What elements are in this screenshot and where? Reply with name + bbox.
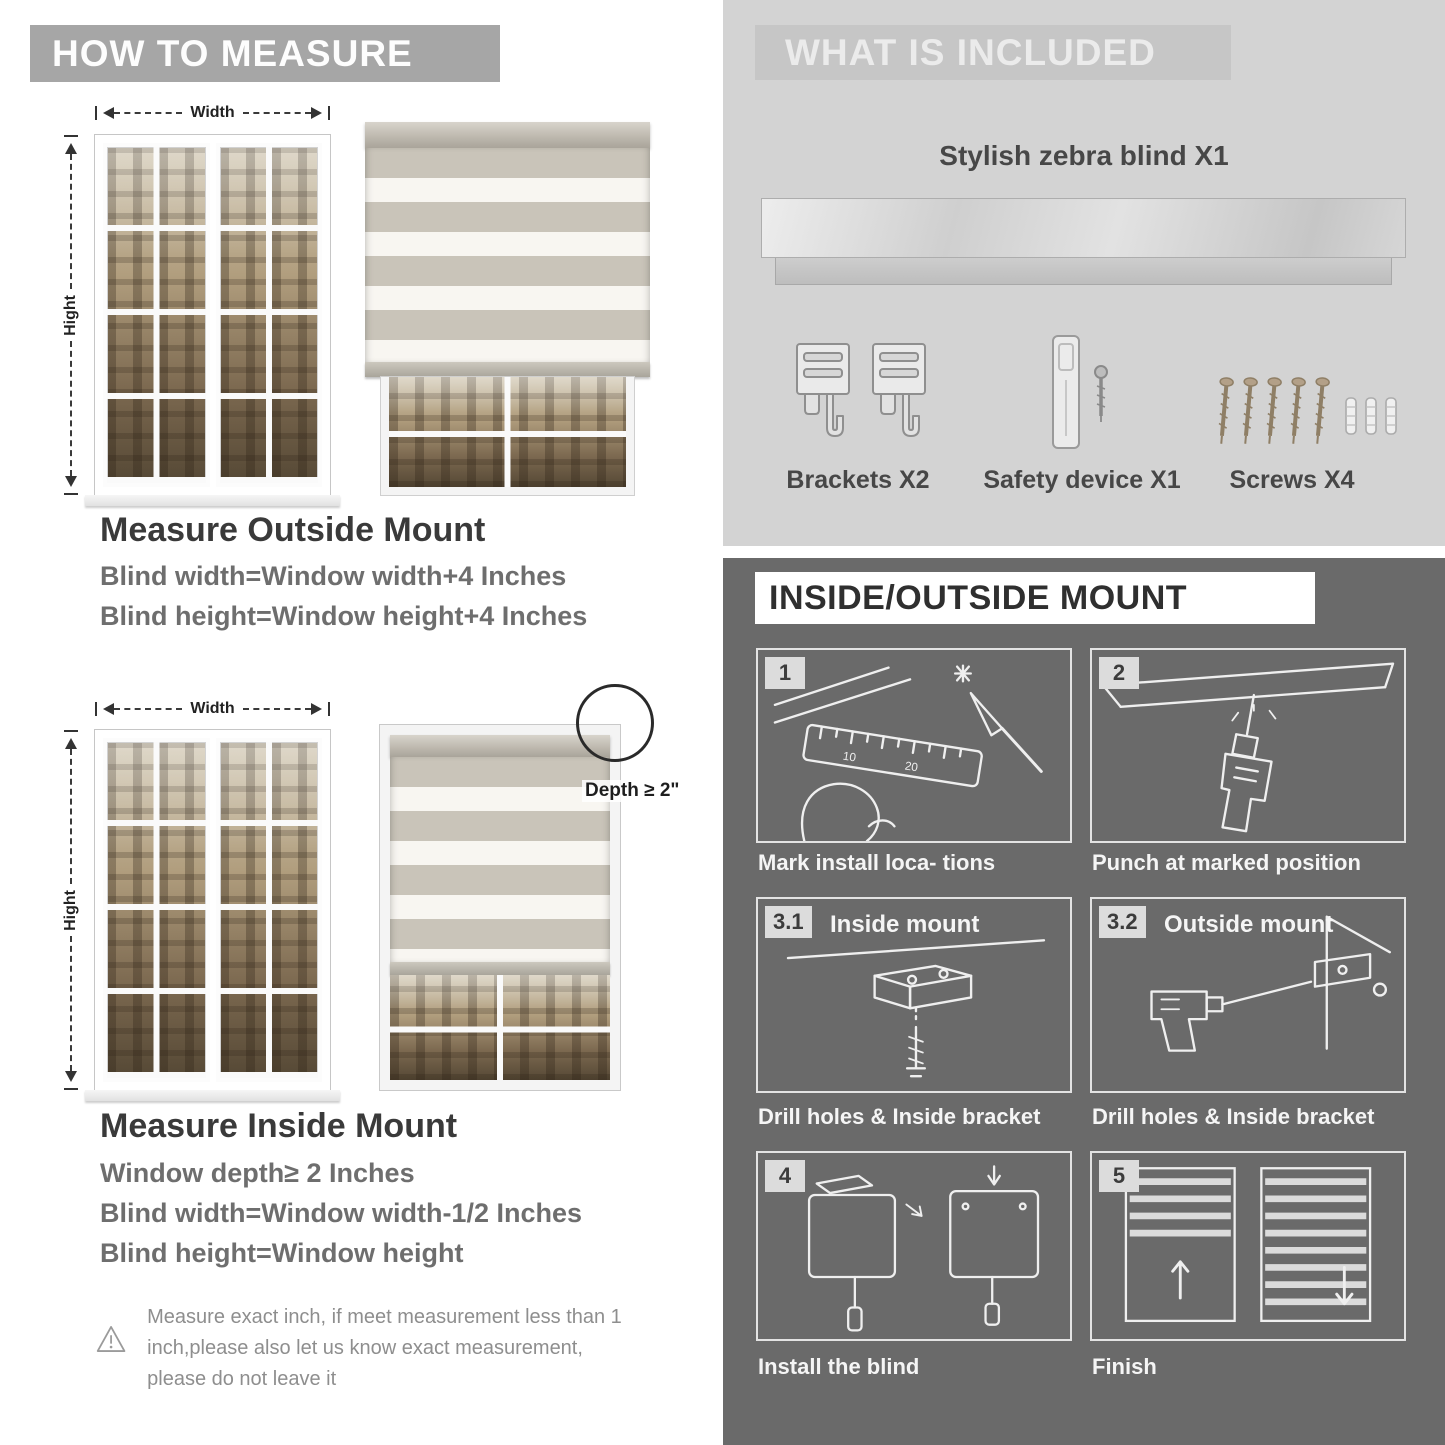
window-illustration-outside — [85, 135, 340, 506]
zebra-blind-illustration-inside — [380, 725, 620, 1090]
step-number-badge: 4 — [765, 1160, 805, 1192]
inside-mount-line3: Blind height=Window height — [100, 1238, 464, 1268]
bracket-icon — [796, 343, 850, 437]
anchor-icon — [1385, 397, 1397, 435]
step-number-badge: 3.1 — [765, 906, 812, 938]
headrail-illustration — [761, 198, 1406, 258]
step-panel-2: 2 — [1090, 648, 1406, 843]
step-number-badge: 3.2 — [1099, 906, 1146, 938]
width-label: Width — [190, 104, 235, 121]
what-is-included-section: WHAT IS INCLUDED Stylish zebra blind X1 — [723, 0, 1445, 546]
svg-text:10: 10 — [842, 750, 857, 765]
width-label: Width — [190, 700, 235, 717]
step-caption: Install the blind — [758, 1354, 920, 1379]
step-panel-4: 4 — [756, 1151, 1072, 1341]
product-label: Stylish zebra blind X1 — [939, 140, 1229, 171]
height-arrow-inside: Hight — [62, 730, 80, 1090]
zebra-blind-illustration-outside — [365, 122, 650, 495]
window-illustration-inside — [85, 730, 340, 1101]
window-under-blind — [390, 975, 610, 1080]
outside-mount-line1: Blind width=Window width+4 Inches — [100, 561, 567, 591]
safety-device-icon — [1052, 335, 1108, 449]
step-caption: Drill holes & Inside bracket — [758, 1104, 1041, 1129]
brackets-label: Brackets X2 — [786, 466, 930, 494]
warning-text: Measure exact inch, if meet measurement … — [147, 1306, 622, 1390]
install-blind-illustration — [807, 1165, 1040, 1332]
blind-stripes — [390, 757, 610, 962]
height-arrow-outside: Hight — [62, 135, 80, 495]
warning-triangle-icon — [96, 1326, 126, 1352]
width-arrow-outside: Width — [95, 104, 330, 122]
depth-highlight-circle — [576, 684, 654, 762]
screws-label: Screws X4 — [1229, 466, 1355, 494]
how-to-measure-banner: HOW TO MEASURE — [30, 25, 500, 82]
blind-stripes — [365, 148, 650, 362]
window-sash — [215, 738, 322, 1082]
window-sash — [103, 738, 210, 1082]
window-sash — [103, 143, 210, 487]
step-caption: Drill holes & Inside bracket — [1092, 1104, 1375, 1129]
inside-bracket-illustration — [786, 939, 1046, 1078]
step-panel-3-2: 3.2 Outside mount — [1090, 897, 1406, 1093]
inside-mount-heading: Measure Inside Mount — [100, 1107, 458, 1145]
window-sash — [215, 143, 322, 487]
step-title: Outside mount — [1164, 911, 1334, 938]
blind-bottom-rail — [365, 362, 650, 377]
step-number-badge: 5 — [1099, 1160, 1139, 1192]
safety-device-label: Safety device X1 — [983, 466, 1181, 494]
step-panel-1: 1 10 20 — [756, 648, 1072, 843]
depth-note: Depth ≥ 2" — [582, 780, 683, 802]
outside-mount-heading: Measure Outside Mount — [100, 511, 486, 549]
step-panel-3-1: 3.1 Inside mount — [756, 897, 1072, 1093]
anchor-icon — [1345, 397, 1357, 435]
step-caption: Finish — [1092, 1354, 1157, 1379]
step-panel-5: 5 — [1090, 1151, 1406, 1341]
blind-cassette — [365, 122, 650, 148]
mark-location-illustration: 10 20 — [773, 664, 1043, 841]
window-under-blind — [381, 377, 634, 495]
window-sill — [85, 495, 340, 506]
outside-mount-line2: Blind height=Window height+4 Inches — [100, 601, 588, 631]
mount-guide-banner: INSIDE/OUTSIDE MOUNT — [755, 572, 1315, 624]
step-number-badge: 1 — [765, 657, 805, 689]
step-number-badge: 2 — [1099, 657, 1139, 689]
mount-guide-section: INSIDE/OUTSIDE MOUNT 1 10 20 — [723, 558, 1445, 1445]
window-sill — [85, 1090, 340, 1101]
measure-warning: Measure exact inch, if meet measurement … — [95, 1300, 643, 1395]
inside-mount-line1: Window depth≥ 2 Inches — [100, 1158, 415, 1188]
step-caption: Mark install loca- tions — [758, 850, 996, 875]
bracket-icon — [872, 343, 926, 437]
inside-mount-line2: Blind width=Window width-1/2 Inches — [100, 1198, 583, 1228]
what-is-included-banner: WHAT IS INCLUDED — [755, 25, 1231, 80]
anchor-icon — [1365, 397, 1377, 435]
headrail-valance — [775, 258, 1392, 285]
width-arrow-inside: Width — [95, 700, 330, 718]
svg-text:20: 20 — [904, 759, 919, 774]
outside-bracket-illustration — [1150, 915, 1391, 1052]
blind-bottom-rail — [390, 962, 610, 975]
height-label: Hight — [62, 294, 79, 336]
step-caption: Punch at marked position — [1092, 850, 1361, 875]
screws-icon — [1218, 377, 1397, 444]
step-title: Inside mount — [830, 911, 980, 938]
blind-cassette — [390, 735, 610, 757]
height-label: Hight — [62, 889, 79, 931]
finish-illustration — [1124, 1167, 1372, 1323]
